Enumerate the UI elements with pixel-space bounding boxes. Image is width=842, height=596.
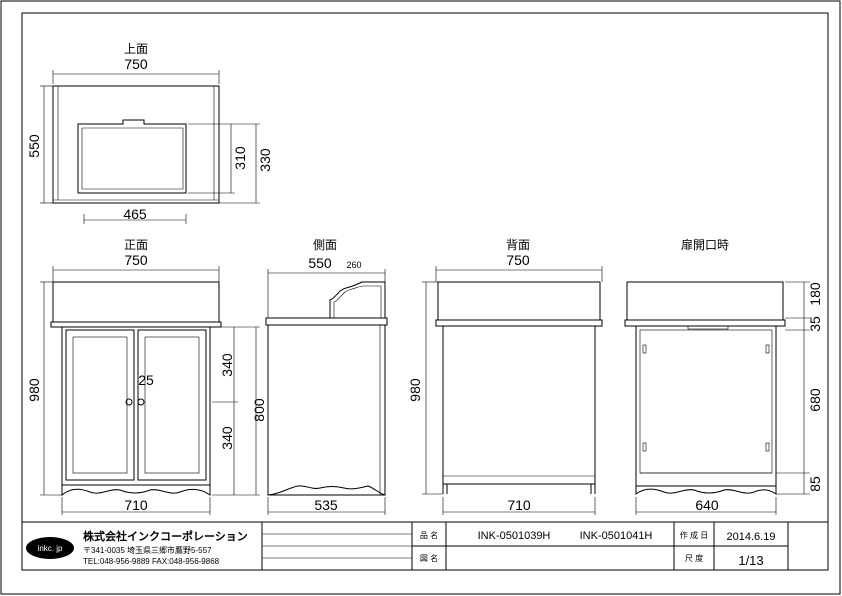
- company-contact: TEL:048-956-9889 FAX:048-956-9868: [83, 557, 220, 566]
- front-h-top-dim: 340: [219, 353, 235, 377]
- side-apron: [267, 485, 386, 496]
- label-product: 品 名: [420, 530, 438, 540]
- back-width-dim: 750: [506, 252, 530, 268]
- open-h4-dim: 85: [807, 476, 823, 492]
- logo-text: inkc. jp: [38, 544, 63, 553]
- left-knob: [125, 398, 133, 406]
- side-view: 側面 550 260 535: [265, 238, 388, 515]
- front-h-body-dim: 800: [251, 398, 267, 422]
- top-view: 上面 750 550 310 330 465: [26, 42, 273, 224]
- side-base-depth-dim: 535: [314, 497, 338, 513]
- front-top-unit: [52, 281, 220, 323]
- inner-width-dim: 465: [123, 206, 147, 222]
- open-h3-dim: 680: [807, 388, 823, 412]
- side-top: [265, 317, 388, 326]
- knob-gap-dim: 25: [138, 372, 154, 388]
- sink-bowl: [77, 119, 187, 194]
- depth-330-dim: 330: [257, 148, 273, 172]
- top-depth-dim: 550: [26, 134, 42, 158]
- open-view: 扉開口時 180 35 680 85 640: [624, 238, 823, 515]
- drawing-scale: 1/13: [738, 553, 763, 568]
- product-code-2: INK-0501041H: [580, 530, 653, 542]
- back-view: 背面 750 980 710: [407, 238, 603, 515]
- front-apron: [61, 485, 211, 497]
- back-view-title: 背面: [506, 238, 530, 252]
- side-panel: [267, 324, 386, 496]
- top-outline: [52, 85, 220, 204]
- right-knob: [137, 398, 145, 406]
- top-width-dim: 750: [124, 56, 148, 72]
- company-logo: [26, 537, 74, 559]
- label-date: 作 成 日: [680, 530, 708, 540]
- company-address: 〒341-0035 埼玉県三郷市鷹野5-557: [83, 545, 212, 555]
- label-drawing: 図 名: [420, 553, 438, 563]
- inner-depth-dim: 310: [232, 146, 248, 170]
- open-apron: [635, 486, 777, 495]
- splash-dim: 260: [346, 260, 361, 270]
- product-code-1: INK-0501039H: [478, 530, 551, 542]
- left-door: [65, 329, 135, 481]
- open-inner-width-dim: 640: [695, 497, 719, 513]
- front-view-title: 正面: [124, 238, 148, 252]
- open-cabinet: [635, 325, 777, 487]
- inner-frame: [21, 12, 829, 571]
- front-h-bottom-dim: 340: [219, 426, 235, 450]
- created-date: 2014.6.19: [727, 531, 776, 543]
- open-top-unit: [626, 281, 784, 321]
- title-block: inkc. jp 株式会社インクコーポレーション 〒341-0035 埼玉県三郷…: [22, 521, 828, 570]
- company-name: 株式会社インクコーポレーション: [83, 529, 248, 543]
- front-view: 正面 750 25 980 340 340 800 710: [26, 238, 267, 515]
- open-interior: [639, 329, 773, 474]
- top-view-title: 上面: [124, 42, 148, 56]
- front-height-dim: 980: [26, 378, 42, 402]
- side-depth-dim: 550: [308, 255, 332, 271]
- front-width-dim: 750: [124, 252, 148, 268]
- open-h2-dim: 35: [807, 316, 823, 332]
- right-door: [137, 329, 207, 481]
- back-height-dim: 980: [407, 378, 423, 402]
- side-view-title: 側面: [313, 238, 337, 252]
- back-top-unit: [437, 281, 601, 321]
- front-base-width-dim: 710: [124, 497, 148, 513]
- back-base-width-dim: 710: [507, 497, 531, 513]
- open-h1-dim: 180: [807, 282, 823, 306]
- label-scale: 尺 度: [685, 553, 703, 563]
- front-cabinet: [61, 326, 211, 486]
- open-view-title: 扉開口時: [681, 238, 729, 252]
- side-splash: [329, 281, 386, 318]
- back-panel: [442, 325, 596, 485]
